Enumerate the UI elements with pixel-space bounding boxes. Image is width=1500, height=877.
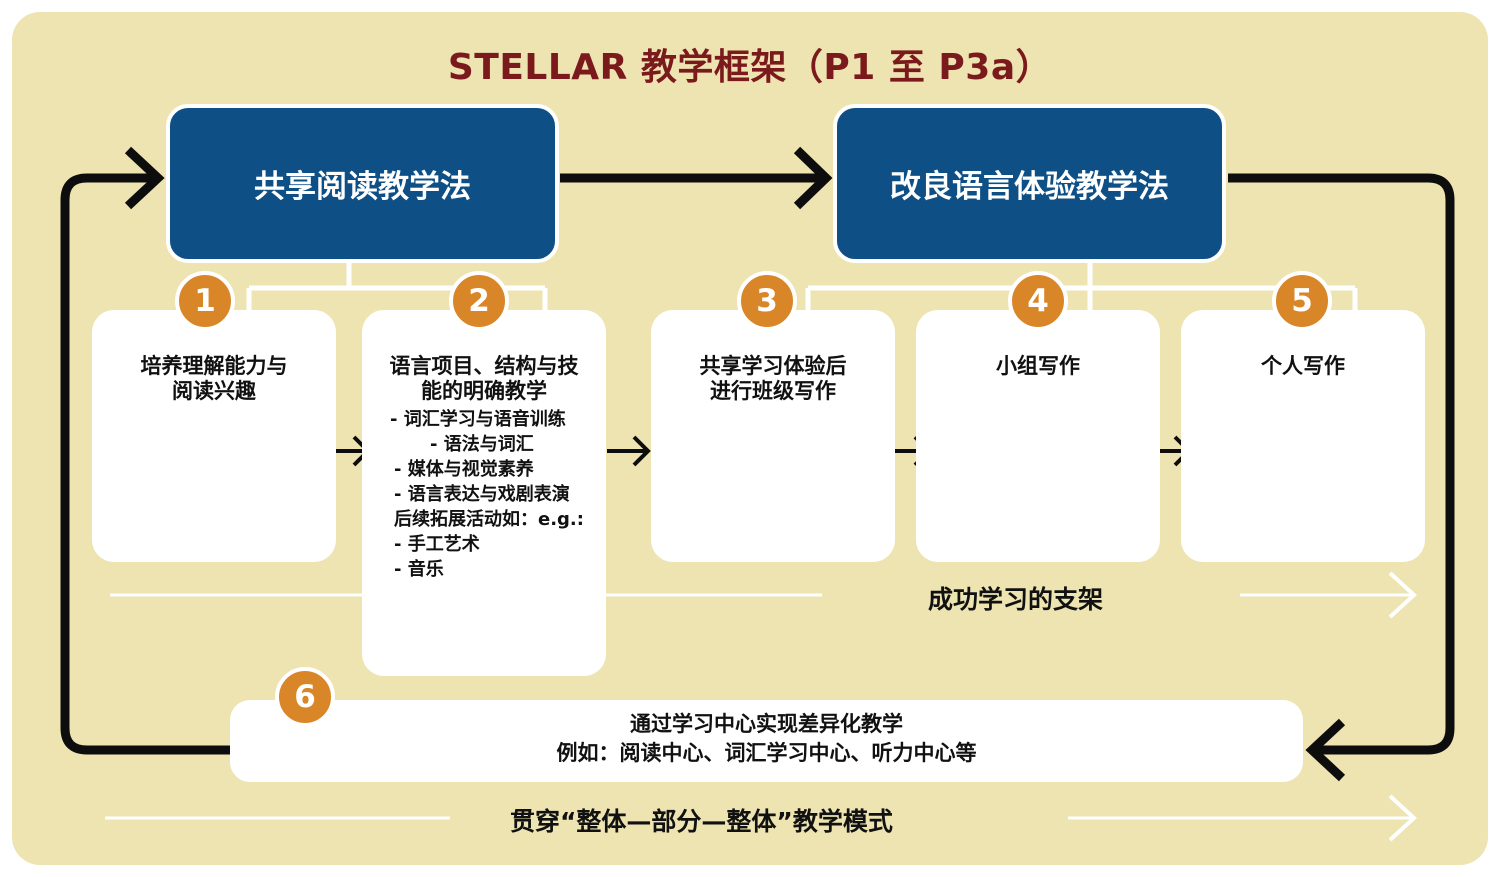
scaffolding-arrowhead <box>1388 571 1417 619</box>
bracket-right <box>805 262 1358 312</box>
step-2-item: - 词汇学习与语音训练 <box>390 409 566 430</box>
step-4-title-line: 小组写作 <box>996 354 1080 378</box>
feedback-loop-line <box>1228 173 1455 755</box>
step-2-title: 语言项目、结构与技 能的明确教学 <box>362 354 606 404</box>
step-3-title: 共享学习体验后 进行班级写作 <box>651 354 895 404</box>
step-badge-4: 4 <box>1008 271 1068 331</box>
step-3-title-line: 共享学习体验后 <box>699 354 847 378</box>
feedback-loop-arrowhead <box>1305 718 1346 782</box>
step-2-item: - 音乐 <box>394 559 444 580</box>
feedback-loop-left-line <box>60 173 230 755</box>
step-badge-3: 3 <box>737 271 797 331</box>
step-card-3: 共享学习体验后 进行班级写作 <box>651 310 895 562</box>
page-title: STELLAR 教学框架（P1 至 P3a） <box>447 47 1053 88</box>
step-2-title-line: 语言项目、结构与技 <box>389 354 579 378</box>
step-badge-5: 5 <box>1272 271 1332 331</box>
feedback-loop-left-arrowhead <box>124 146 165 210</box>
step-2-item: - 语言表达与戏剧表演 <box>394 484 570 505</box>
step-2-item-list: - 词汇学习与语音训练 - 语法与词汇 - 媒体与视觉素养 - 语言表达与戏剧表… <box>390 407 605 582</box>
step-badge-6: 6 <box>275 667 335 727</box>
step-card-4: 小组写作 <box>916 310 1160 562</box>
bracket-left <box>246 262 548 312</box>
step-arrow <box>607 435 651 467</box>
shared-reading-box: 共享阅读教学法 <box>166 104 559 263</box>
step-1-title-line: 阅读兴趣 <box>172 379 256 403</box>
approach-flow-arrowhead <box>793 146 833 210</box>
step-2-item: 后续拓展活动如：e.g.: <box>394 509 584 530</box>
step-6-title-line: 通过学习中心实现差异化教学 <box>630 712 903 736</box>
step-card-2: 语言项目、结构与技 能的明确教学 - 词汇学习与语音训练 - 语法与词汇 - 媒… <box>362 310 606 676</box>
step-3-title-line: 进行班级写作 <box>710 379 836 403</box>
whole-part-arrowhead <box>1388 794 1417 842</box>
step-badge-2: 2 <box>449 271 509 331</box>
step-5-title-line: 个人写作 <box>1261 354 1345 378</box>
whole-part-whole-label: 贯穿“整体—部分—整体”教学模式 <box>510 807 893 836</box>
scaffolding-label: 成功学习的支架 <box>928 585 1104 614</box>
step-2-item: - 语法与词汇 <box>430 434 534 455</box>
step-1-title-line: 培养理解能力与 <box>140 354 288 378</box>
step-2-title-line: 能的明确教学 <box>421 379 547 403</box>
step-card-6: 通过学习中心实现差异化教学 例如：阅读中心、词汇学习中心、听力中心等 <box>230 700 1303 782</box>
step-4-title: 小组写作 <box>916 354 1160 379</box>
modified-lea-box: 改良语言体验教学法 <box>833 104 1226 263</box>
step-badge-1: 1 <box>175 271 235 331</box>
step-1-title: 培养理解能力与 阅读兴趣 <box>92 354 336 404</box>
step-card-1: 培养理解能力与 阅读兴趣 <box>92 310 336 562</box>
step-6-title-line: 例如：阅读中心、词汇学习中心、听力中心等 <box>556 741 977 765</box>
shared-reading-label: 共享阅读教学法 <box>254 169 471 205</box>
step-2-item: - 手工艺术 <box>394 534 480 555</box>
step-card-5: 个人写作 <box>1181 310 1425 562</box>
modified-lea-label: 改良语言体验教学法 <box>890 169 1169 205</box>
step-2-item: - 媒体与视觉素养 <box>394 459 534 480</box>
step-5-title: 个人写作 <box>1181 354 1425 379</box>
